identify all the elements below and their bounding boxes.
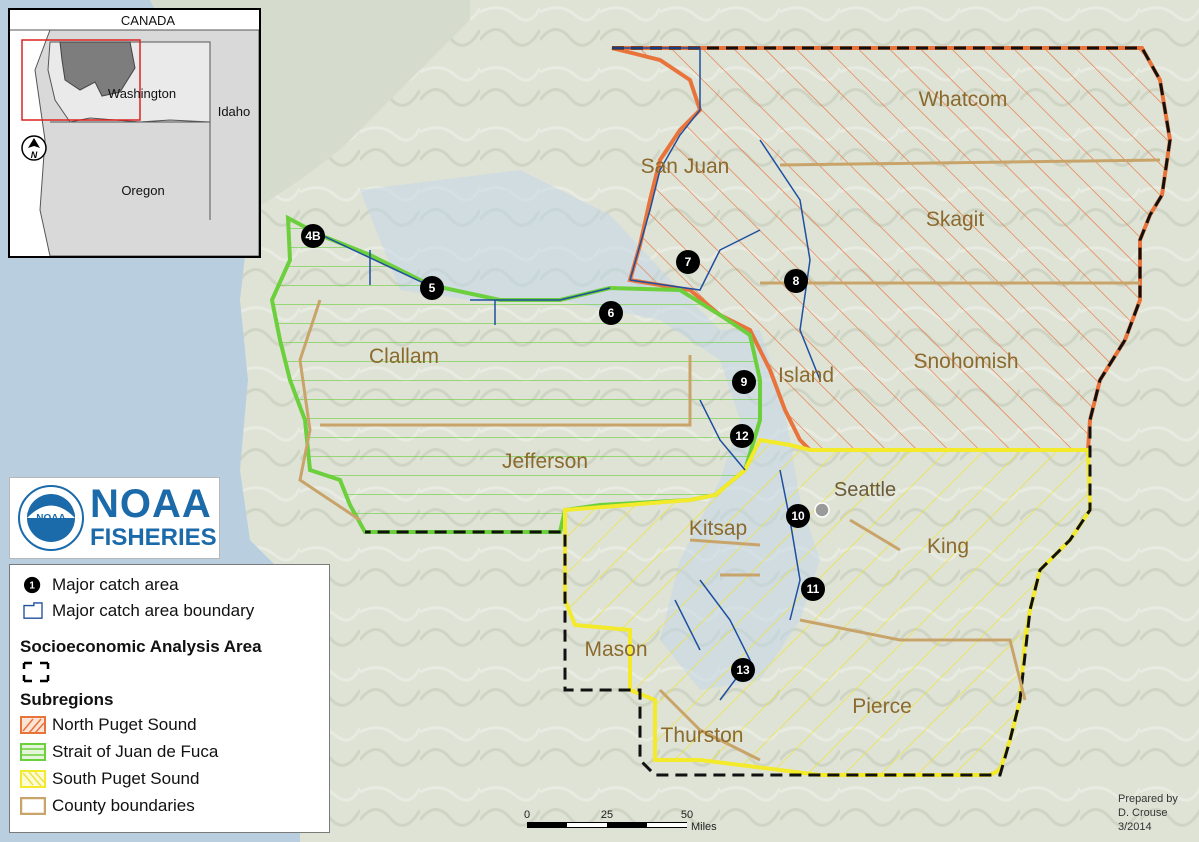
inset-label-washington: Washington [108,86,176,101]
catch-area-marker-icon: 1 [24,576,41,594]
scale-bar: 0 25 50 Miles [524,809,717,833]
noaa-emblem-icon: NOAA [18,485,84,551]
legend-item-south-puget-sound: South Puget Sound [20,769,199,789]
catch-area-markers: 4B 5 6 7 8 9 10 11 12 13 [301,224,825,682]
catch-area-marker[interactable]: 8 [784,269,808,293]
catch-area-marker[interactable]: 10 [786,504,810,528]
catch-area-marker[interactable]: 9 [732,370,756,394]
map-credit: Prepared by D. Crouse 3/2014 [1118,793,1178,833]
svg-text:NOAA: NOAA [36,513,65,524]
county-label-king: King [927,535,969,558]
county-boundaries [298,158,1161,762]
catch-area-marker[interactable]: 5 [420,276,444,300]
county-label-thurston: Thurston [661,724,744,747]
catch-boundary-swatch-icon [23,602,43,619]
legend-label-county-boundaries: County boundaries [52,796,195,815]
catch-area-boundaries [314,47,821,701]
legend-label-strait: Strait of Juan de Fuca [52,742,219,761]
legend-item-county-boundaries: County boundaries [20,796,195,816]
county-label-clallam: Clallam [369,345,439,368]
svg-text:13: 13 [736,663,750,677]
inset-label-idaho: Idaho [218,104,251,119]
svg-text:9: 9 [741,375,748,389]
svg-text:7: 7 [685,255,692,269]
south-puget-swatch-icon [20,770,46,788]
svg-text:N: N [31,150,38,160]
scale-tick-0: 0 [524,809,530,821]
legend-item-catch-area: 1 Major catch area [20,575,179,595]
county-label-kitsap: Kitsap [689,517,747,540]
scale-tick-50: 50 [681,809,693,821]
socioeconomic-analysis-boundary [365,46,1172,777]
legend-item-strait: Strait of Juan de Fuca [20,742,218,762]
svg-text:4B: 4B [305,229,321,243]
catch-area-marker[interactable]: 12 [730,424,754,448]
catch-area-marker[interactable]: 11 [801,577,825,601]
county-label-jefferson: Jefferson [502,450,588,473]
svg-text:8: 8 [793,274,800,288]
catch-area-marker[interactable]: 4B [301,224,325,248]
inset-map: CANADA Washington Idaho Oregon N [8,8,261,258]
compass-north-icon: N [21,135,47,161]
legend-label-south-puget-sound: South Puget Sound [52,769,200,788]
svg-text:1: 1 [29,581,35,592]
inset-label-oregon: Oregon [121,183,164,198]
city-marker-seattle[interactable] [814,502,830,518]
inset-label-canada: CANADA [121,13,176,28]
svg-text:10: 10 [791,509,805,523]
county-label-san-juan: San Juan [641,155,730,178]
svg-text:12: 12 [735,429,749,443]
legend-heading-subregions: Subregions [20,690,114,709]
region-south-puget-sound[interactable] [563,437,1093,777]
catch-area-marker[interactable]: 13 [731,658,755,682]
legend-label-north-puget-sound: North Puget Sound [52,715,197,734]
scale-tick-25: 25 [601,809,613,821]
county-label-snohomish: Snohomish [913,350,1018,373]
catch-area-marker[interactable]: 6 [599,301,623,325]
county-label-pierce: Pierce [852,695,912,718]
catch-area-marker[interactable]: 7 [676,250,700,274]
county-label-skagit: Skagit [926,208,985,231]
legend-item-catch-boundary: Major catch area boundary [20,601,254,621]
svg-text:11: 11 [807,582,820,596]
fisheries-wordmark: FISHERIES [90,524,217,551]
svg-text:D. Crouse: D. Crouse [1118,807,1168,819]
inset-map-canvas[interactable]: CANADA Washington Idaho Oregon N [10,10,259,256]
scale-unit: Miles [691,821,717,833]
north-puget-swatch-icon [20,716,46,734]
noaa-fisheries-logo: NOAA NOAA FISHERIES [9,477,220,559]
legend-label-catch-boundary: Major catch area boundary [52,601,255,620]
svg-text:3/2014: 3/2014 [1118,821,1152,833]
legend-label-catch-area: Major catch area [52,575,179,594]
county-label-whatcom: Whatcom [919,88,1008,111]
svg-text:6: 6 [608,306,615,320]
strait-swatch-icon [20,743,46,761]
county-label-island: Island [778,364,834,387]
legend-heading-analysis-area: Socioeconomic Analysis Area [20,637,262,656]
analysis-area-swatch-icon [22,661,50,683]
city-label-seattle: Seattle [834,479,896,501]
svg-text:5: 5 [429,281,436,295]
noaa-wordmark: NOAA [90,482,212,526]
legend-item-north-puget-sound: North Puget Sound [20,715,197,735]
county-boundary-swatch-icon [20,797,46,815]
county-label-mason: Mason [584,638,647,661]
svg-text:Prepared by: Prepared by [1118,793,1178,805]
map-legend: 1 Major catch area Major catch area boun… [9,564,330,833]
